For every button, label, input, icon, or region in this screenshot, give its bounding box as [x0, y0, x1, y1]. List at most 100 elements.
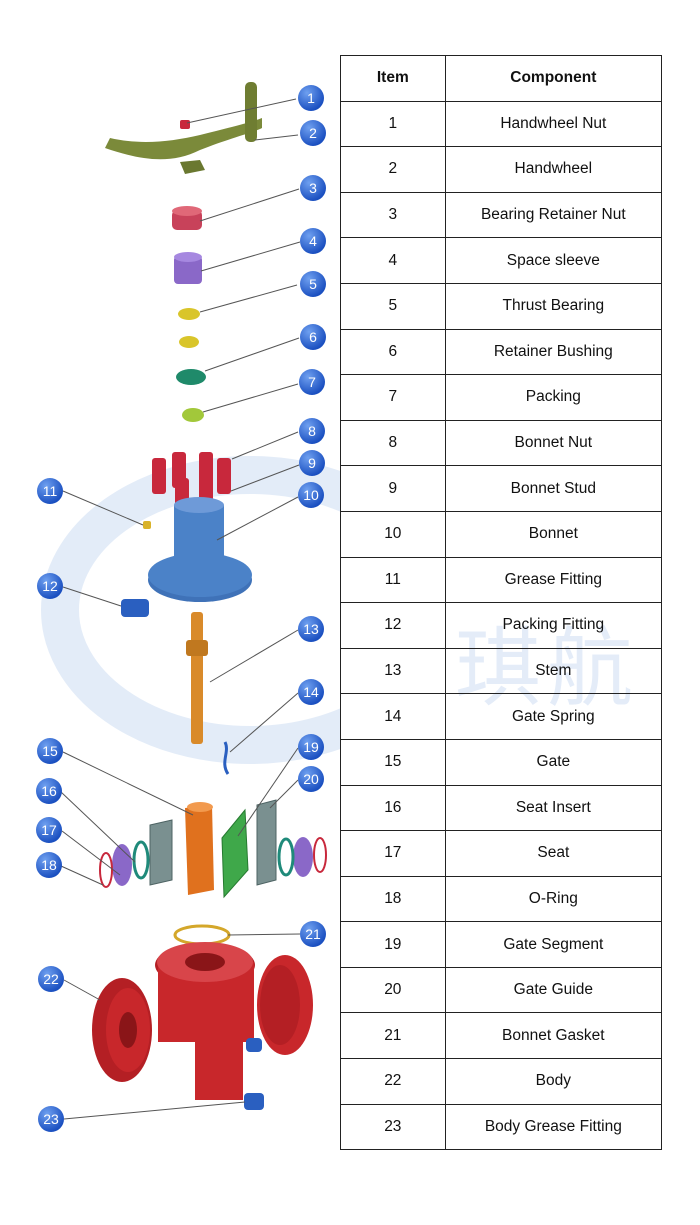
thrust-bearing: [178, 308, 200, 320]
item-number-cell: 4: [340, 237, 446, 284]
retainer-bushing: [176, 369, 206, 385]
component-name-cell: Body: [444, 1058, 663, 1105]
grease-fitting: [143, 521, 151, 529]
callout-18: 18: [36, 852, 62, 878]
seat-left: [99, 840, 150, 888]
item-number-cell: 8: [340, 419, 446, 467]
svg-text:18: 18: [41, 857, 57, 873]
handwheel-nut: [180, 120, 190, 129]
callout-23: 23: [38, 1106, 64, 1132]
gate-guide-right: [256, 799, 277, 886]
callout-12: 12: [37, 573, 63, 599]
item-number-cell: 14: [340, 693, 446, 740]
gate-spring: [223, 741, 230, 775]
svg-text:17: 17: [41, 822, 57, 838]
callout-1: 1: [298, 85, 324, 111]
component-name-cell: Packing: [444, 374, 663, 421]
item-number-cell: 15: [340, 738, 446, 786]
item-number-cell: 1: [340, 100, 446, 148]
svg-text:5: 5: [309, 276, 317, 292]
item-number-cell: 18: [340, 875, 446, 923]
item-number-cell: 12: [340, 602, 446, 649]
svg-text:8: 8: [308, 423, 316, 439]
handwheel: [105, 82, 262, 174]
component-name-cell: Bonnet: [444, 510, 663, 558]
item-number-cell: 17: [340, 830, 446, 877]
item-number-cell: 9: [340, 465, 446, 512]
valve-body: [92, 942, 313, 1100]
gate-segment: [221, 808, 249, 899]
callout-5: 5: [300, 271, 326, 297]
callout-10: 10: [298, 482, 324, 508]
item-number-cell: 23: [340, 1103, 446, 1151]
component-name-cell: Bonnet Stud: [444, 465, 663, 512]
component-name-cell: Body Grease Fitting: [444, 1103, 663, 1151]
callout-15: 15: [37, 738, 63, 764]
item-number-cell: 3: [340, 191, 446, 239]
component-name-cell: Bonnet Gasket: [444, 1012, 663, 1060]
bonnet: [148, 497, 252, 602]
seat-right: [277, 837, 327, 877]
svg-text:11: 11: [43, 483, 58, 499]
component-name-cell: Handwheel: [444, 146, 663, 193]
component-name-cell: O-Ring: [444, 875, 663, 923]
thrust-bearing-2: [179, 336, 199, 348]
svg-text:14: 14: [303, 684, 319, 700]
callout-7: 7: [299, 369, 325, 395]
svg-text:1: 1: [307, 90, 315, 106]
svg-text:6: 6: [309, 329, 317, 345]
item-number-cell: 5: [340, 282, 446, 330]
item-number-cell: 7: [340, 374, 446, 421]
space-sleeve: [174, 252, 202, 284]
component-name-cell: Seat: [444, 830, 663, 877]
component-name-cell: Gate Spring: [444, 693, 663, 740]
component-name-cell: Space sleeve: [444, 237, 663, 284]
callout-8: 8: [299, 418, 325, 444]
svg-text:3: 3: [309, 180, 317, 196]
item-number-cell: 13: [340, 647, 446, 695]
callout-17: 17: [36, 817, 62, 843]
item-column-header: Item: [340, 55, 446, 102]
stem: [186, 612, 208, 744]
svg-text:13: 13: [303, 621, 319, 637]
callout-11: 11: [37, 478, 63, 504]
bonnet-gasket: [173, 924, 231, 946]
table-header-row: Item Component: [340, 55, 663, 102]
callout-19: 19: [298, 734, 324, 760]
svg-text:23: 23: [43, 1111, 59, 1127]
svg-text:2: 2: [309, 125, 317, 141]
packing: [182, 408, 204, 422]
svg-text:21: 21: [305, 926, 321, 942]
svg-text:15: 15: [42, 743, 58, 759]
component-name-cell: Thrust Bearing: [444, 282, 663, 330]
item-number-cell: 6: [340, 328, 446, 376]
svg-text:7: 7: [308, 374, 316, 390]
component-name-cell: Packing Fitting: [444, 602, 663, 649]
watermark-logo: [41, 456, 340, 764]
item-number-cell: 22: [340, 1058, 446, 1105]
callout-20: 20: [298, 766, 324, 792]
body-grease-fitting: [244, 1093, 264, 1110]
bearing-retainer-nut: [172, 206, 202, 230]
component-name-cell: Gate Guide: [444, 966, 663, 1014]
gate-guide-left: [149, 819, 173, 886]
svg-text:4: 4: [309, 233, 317, 249]
component-name-cell: Retainer Bushing: [444, 328, 663, 376]
svg-text:19: 19: [303, 739, 319, 755]
